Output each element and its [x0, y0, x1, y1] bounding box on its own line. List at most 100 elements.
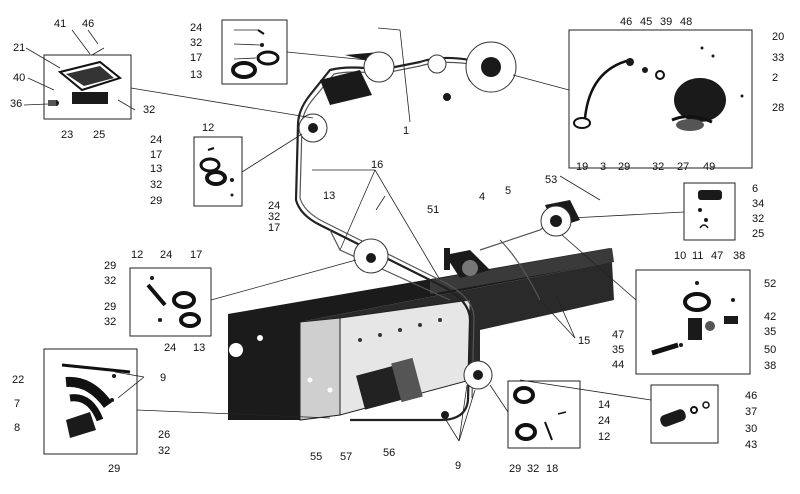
callout-38: 38 [733, 250, 745, 262]
callout-38: 38 [764, 360, 776, 372]
inset-fuel-tank-bracket-parts [48, 47, 123, 106]
callout-32: 32 [104, 275, 116, 287]
callout-42: 42 [764, 311, 776, 323]
callout-22: 22 [12, 374, 24, 386]
callout-46: 46 [620, 16, 632, 28]
callout-33: 33 [772, 52, 784, 64]
callout-24: 24 [160, 249, 172, 261]
leader-lines [130, 27, 685, 419]
callout-57: 57 [340, 451, 352, 463]
callout-12: 12 [131, 249, 143, 261]
callout-17: 17 [190, 52, 202, 64]
callout-32: 32 [752, 213, 764, 225]
callout-48: 48 [680, 16, 692, 28]
callout-32: 32 [158, 445, 170, 457]
callout-18: 18 [546, 463, 558, 475]
callout-43: 43 [745, 439, 757, 451]
callout-24: 24 [598, 415, 610, 427]
callout-29: 29 [618, 161, 630, 173]
callout-13: 13 [150, 163, 162, 175]
callout-32: 32 [143, 104, 155, 116]
inset-clamp-mid-left-parts [146, 276, 201, 328]
callout-15: 15 [578, 335, 590, 347]
callout-17: 17 [150, 149, 162, 161]
callout-35: 35 [764, 326, 776, 338]
callout-39: 39 [660, 16, 672, 28]
inset-clamp-bottom-parts [513, 386, 567, 441]
callout-32: 32 [190, 37, 202, 49]
callout-46: 46 [745, 390, 757, 402]
label-ticks [23, 29, 601, 442]
callout-53: 53 [545, 174, 557, 186]
inset-clamp-top-parts [231, 29, 280, 79]
callout-16: 16 [371, 159, 383, 171]
callout-32: 32 [527, 463, 539, 475]
callout-52: 52 [764, 278, 776, 290]
callout-47: 47 [711, 250, 723, 262]
callout-29: 29 [104, 260, 116, 272]
callout-55: 55 [310, 451, 322, 463]
inset-fitting-parts [660, 401, 710, 427]
callout-20: 20 [772, 31, 784, 43]
callout-23: 23 [61, 129, 73, 141]
callout-13: 13 [193, 342, 205, 354]
callout-19: 19 [576, 161, 588, 173]
callout-21: 21 [13, 42, 25, 54]
callout-24: 24 [150, 134, 162, 146]
callout-13: 13 [190, 69, 202, 81]
callout-3: 3 [600, 161, 606, 173]
callout-29: 29 [108, 463, 120, 475]
inset-clamp-left-parts [199, 147, 234, 197]
callout-44: 44 [612, 359, 624, 371]
callout-29: 29 [509, 463, 521, 475]
callout-24: 24 [268, 200, 280, 212]
callout-9: 9 [455, 460, 461, 472]
callout-40: 40 [13, 72, 25, 84]
callout-27: 27 [677, 161, 689, 173]
inset-horn-parts [573, 46, 744, 131]
inset-clamp-right-parts [698, 190, 722, 229]
callout-4: 4 [479, 191, 485, 203]
callout-47: 47 [612, 329, 624, 341]
callout-9: 9 [160, 372, 166, 384]
callout-25: 25 [93, 129, 105, 141]
callout-28: 28 [772, 102, 784, 114]
callout-36: 36 [10, 98, 22, 110]
callout-49: 49 [703, 161, 715, 173]
magnifier-circle-1 [363, 51, 395, 83]
chassis-frame [228, 248, 614, 421]
callout-12: 12 [598, 431, 610, 443]
callout-51: 51 [427, 204, 439, 216]
magnifier-circle-2 [427, 54, 447, 74]
callout-41: 41 [54, 18, 66, 30]
callout-10: 10 [674, 250, 686, 262]
callout-29: 29 [150, 195, 162, 207]
callout-25: 25 [752, 228, 764, 240]
callout-6: 6 [752, 183, 758, 195]
callout-14: 14 [598, 399, 610, 411]
callout-50: 50 [764, 344, 776, 356]
callout-12: 12 [202, 122, 214, 134]
callout-8: 8 [14, 422, 20, 434]
callout-32: 32 [652, 161, 664, 173]
inset-box-clamp-right [683, 182, 736, 241]
callout-17: 17 [190, 249, 202, 261]
callout-26: 26 [158, 429, 170, 441]
callout-32: 32 [150, 179, 162, 191]
callout-56: 56 [383, 447, 395, 459]
inset-box-clamp-mid-left [129, 267, 212, 337]
callout-32: 32 [104, 316, 116, 328]
callout-37: 37 [745, 406, 757, 418]
callout-32: 32 [268, 211, 280, 223]
callout-34: 34 [752, 198, 764, 210]
callout-13: 13 [323, 190, 335, 202]
callout-35: 35 [612, 344, 624, 356]
callout-5: 5 [505, 185, 511, 197]
callout-45: 45 [640, 16, 652, 28]
inset-hose-bracket-parts [61, 363, 131, 438]
callout-24: 24 [190, 22, 202, 34]
callout-11: 11 [692, 250, 703, 262]
inset-valve-parts [651, 281, 738, 356]
